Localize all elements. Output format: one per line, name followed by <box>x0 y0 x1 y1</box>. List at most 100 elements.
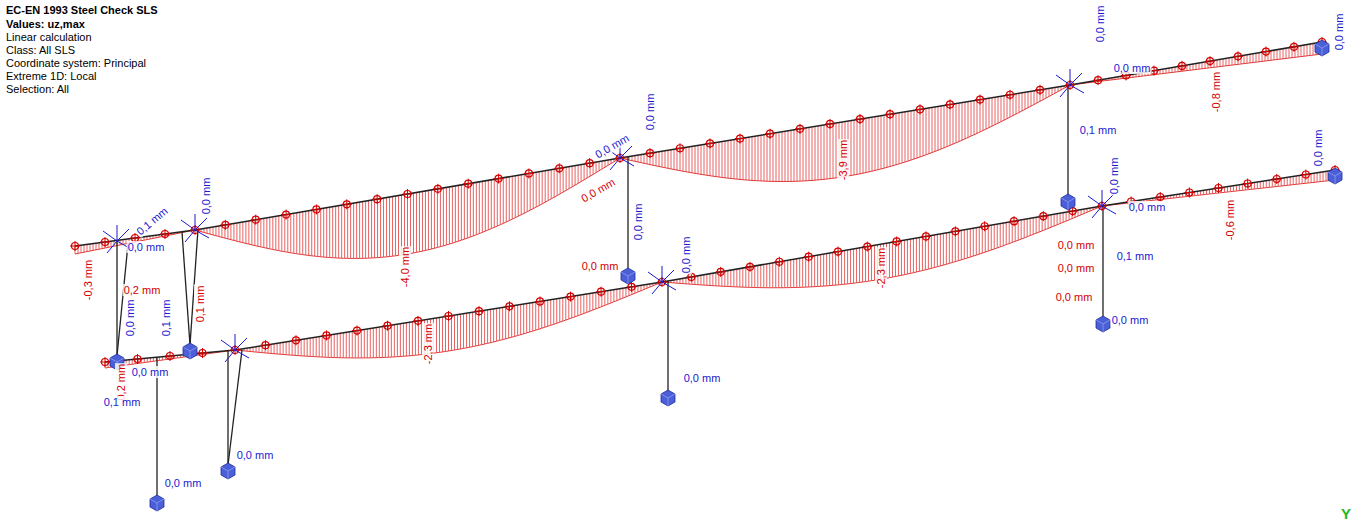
hatch-line <box>308 211 309 256</box>
hatch-line <box>722 141 723 177</box>
deflection-value: 0,1 mm <box>1116 250 1155 262</box>
support-symbol <box>183 347 197 359</box>
hatch-line <box>289 341 290 355</box>
hatch-line <box>1030 218 1031 235</box>
hatch-line <box>1223 59 1224 66</box>
hatch-line <box>520 305 521 335</box>
hatch-line <box>974 101 975 135</box>
hatch-line <box>595 293 596 309</box>
mesh-node <box>70 241 80 251</box>
axis-arrow <box>648 272 662 282</box>
hatch-line <box>484 310 485 344</box>
axis-arrow <box>662 270 674 282</box>
hatch-line <box>413 193 414 253</box>
hatch-line <box>485 181 486 231</box>
hatch-line <box>809 127 810 180</box>
hatch-line <box>946 233 947 264</box>
deflection-value: 0,0 mm <box>127 241 166 253</box>
hatch-line <box>419 192 420 252</box>
hatch-line <box>536 172 537 207</box>
hatch-line <box>686 147 687 171</box>
hatch-line <box>99 243 100 249</box>
hatch-line <box>365 201 366 258</box>
hatch-line <box>793 259 794 287</box>
deflection-diagram <box>105 170 1335 368</box>
hatch-line <box>362 202 363 259</box>
hatch-line <box>245 221 246 243</box>
hatch-line <box>431 190 432 249</box>
hatch-line <box>610 290 611 303</box>
hatch-line <box>802 258 803 288</box>
hatch-line <box>697 276 698 285</box>
hatch-line <box>305 211 306 255</box>
hatch-line <box>754 266 755 288</box>
hatch-line <box>988 226 989 251</box>
hatch-line <box>1045 216 1046 230</box>
hatch-line <box>242 222 243 243</box>
hatch-line <box>209 227 210 234</box>
hatch-line <box>592 293 593 310</box>
result-info: Class: All SLS <box>6 44 75 56</box>
hatch-line <box>514 305 515 336</box>
deflection-value: 0,0 mm <box>592 131 632 161</box>
hatch-line <box>90 244 91 251</box>
hatch-line <box>1028 92 1029 108</box>
hatch-line <box>343 333 344 358</box>
hatch-line <box>806 128 807 181</box>
column-member <box>1102 206 1103 318</box>
mesh-node <box>795 124 805 134</box>
hatch-line <box>469 313 470 348</box>
hatch-line <box>1265 52 1266 61</box>
hatch-line <box>728 140 729 178</box>
hatch-line <box>859 248 860 283</box>
hatch-line <box>111 241 112 247</box>
deflection-value: 0,0 mm <box>644 93 656 132</box>
hatch-line <box>760 265 761 288</box>
mesh-node <box>765 129 775 139</box>
support-symbol <box>1061 194 1075 210</box>
mesh-node <box>198 348 208 358</box>
hatch-line <box>613 290 614 302</box>
hatch-line <box>847 250 848 284</box>
axis-arrow <box>181 220 195 230</box>
support-symbol <box>1328 168 1342 184</box>
hatch-line <box>709 274 710 286</box>
hatch-line <box>884 115 885 168</box>
hatch-line <box>1268 51 1269 60</box>
hatch-line <box>278 216 279 251</box>
hatch-line <box>347 204 348 258</box>
support-symbols <box>110 40 1342 511</box>
hatch-line <box>1051 215 1052 227</box>
mesh-node <box>945 99 955 109</box>
hatch-line <box>764 135 765 181</box>
hatch-line <box>1263 181 1264 188</box>
hatch-line <box>716 142 717 176</box>
hatch-line <box>511 306 512 337</box>
hatch-line <box>344 205 345 259</box>
axis-arrow <box>1070 73 1082 85</box>
hatch-line <box>353 203 354 258</box>
hatch-line <box>1027 219 1028 237</box>
hatch-line <box>668 150 669 168</box>
hatch-line <box>1193 64 1194 70</box>
hatch-line <box>1220 59 1221 66</box>
mesh-node <box>463 179 473 189</box>
deflection-diagram <box>75 42 1322 258</box>
hatch-line <box>389 197 390 256</box>
hatch-line <box>788 131 789 182</box>
hatch-line <box>532 303 533 331</box>
support-symbol <box>1328 172 1342 184</box>
support-symbol <box>1096 320 1110 332</box>
hatch-line <box>925 237 926 270</box>
hatch-line <box>301 339 302 355</box>
support-symbol <box>221 463 235 479</box>
hatch-line <box>766 264 767 288</box>
hatch-line <box>530 173 531 210</box>
hatch-line <box>692 146 693 172</box>
axis-arrow <box>195 230 209 238</box>
deflection-value: 0,1 mm <box>194 285 206 324</box>
hatch-line <box>481 311 482 345</box>
hatch-line <box>296 213 297 254</box>
hatch-line <box>829 253 830 286</box>
hatch-line <box>488 180 489 230</box>
